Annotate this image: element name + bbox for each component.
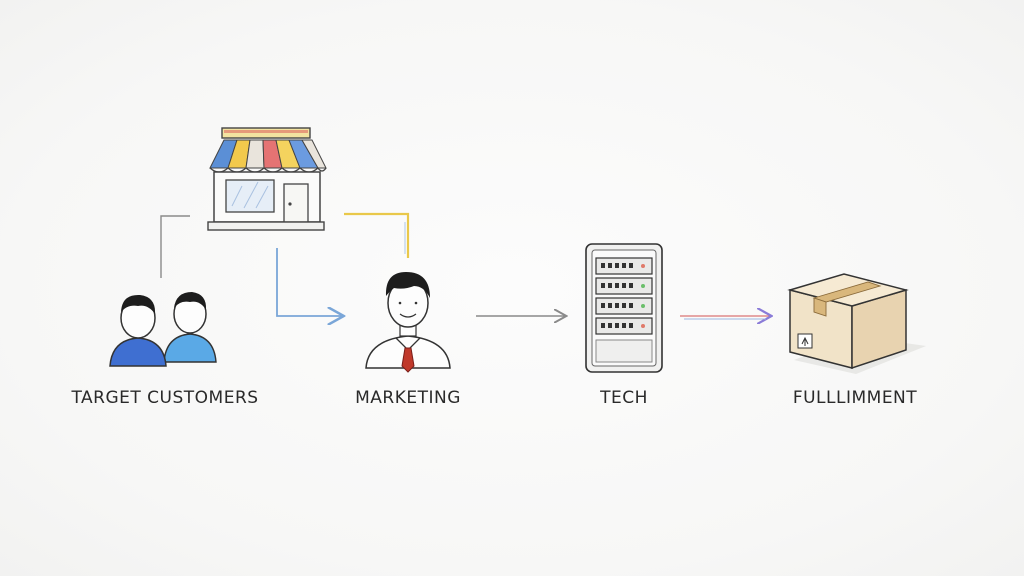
node-label-target-customers: TARGET CUSTOMERS: [71, 388, 259, 408]
node-label-fulfillment: FULLLIMMENT: [792, 388, 918, 408]
node-label-tech: TECH: [600, 388, 648, 408]
connector-store-marketing-blue: [276, 248, 342, 316]
server-icon: [585, 243, 663, 373]
connector-tech-fulfillment: [680, 316, 770, 319]
people-icon: [109, 292, 217, 367]
connector-store-marketing-yellow: [344, 212, 410, 258]
businessman-icon: [365, 272, 451, 373]
package-box-icon: [787, 273, 926, 374]
node-label-marketing: MARKETING: [355, 388, 461, 408]
connector-customers-store: [160, 215, 190, 278]
storefront-icon: [207, 127, 327, 231]
